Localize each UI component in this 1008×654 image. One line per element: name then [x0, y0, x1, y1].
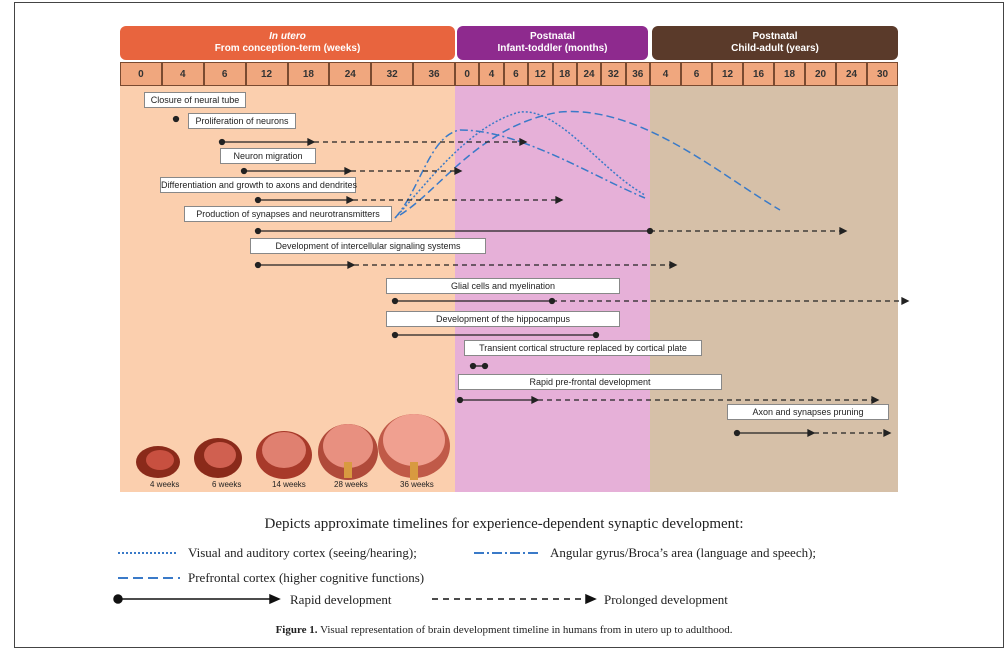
infant-subtitle: Infant-toddler (months): [497, 43, 608, 54]
legend-visual: Visual and auditory cortex (seeing/heari…: [188, 545, 417, 560]
tick: 16: [743, 62, 774, 86]
tick: 12: [528, 62, 553, 86]
figure-frame: [14, 2, 1004, 648]
tick: 12: [712, 62, 743, 86]
tick: 36: [625, 62, 650, 86]
tick: 24: [836, 62, 867, 86]
tick: 0: [120, 62, 162, 86]
legend-rapid: Rapid development: [290, 592, 392, 607]
figure-caption: Figure 1. Visual representation of brain…: [0, 624, 1008, 636]
infant-ticks: 0 4 6 12 18 24 32 36: [455, 62, 650, 86]
utero-header: In utero From conception-term (weeks): [120, 26, 455, 60]
child-subtitle: Child-adult (years): [731, 43, 819, 54]
embryo-illustrations: [136, 414, 450, 480]
embryo-label: 4 weeks: [150, 480, 180, 489]
event-migration: Neuron migration: [220, 148, 316, 164]
figure-text: Visual representation of brain developme…: [317, 624, 733, 636]
utero-subtitle: From conception-term (weeks): [214, 43, 361, 54]
utero-title: In utero: [269, 31, 306, 42]
tick: 0: [455, 62, 480, 86]
event-neural-tube: Closure of neural tube: [144, 92, 246, 108]
child-ticks: 4 6 12 16 18 20 24 30: [650, 62, 898, 86]
tick: 30: [867, 62, 898, 86]
event-pruning: Axon and synapses pruning: [727, 404, 889, 420]
child-band: [650, 86, 898, 492]
legend-angular: Angular gyrus/Broca’s area (language and…: [550, 545, 817, 560]
legend-title: Depicts approximate timelines for experi…: [264, 516, 744, 532]
embryo-label: 6 weeks: [212, 480, 242, 489]
legend-prefrontal: Prefrontal cortex (higher cognitive func…: [188, 570, 425, 585]
tick: 12: [245, 62, 288, 86]
tick: 36: [413, 62, 455, 86]
tick: 4: [650, 62, 681, 86]
event-glial: Glial cells and myelination: [386, 278, 620, 294]
event-signaling: Development of intercellular signaling s…: [250, 238, 486, 254]
utero-ticks: 0 4 6 12 18 24 32 36: [120, 62, 455, 86]
tick: 6: [503, 62, 529, 86]
embryo-label: 36 weeks: [400, 480, 434, 489]
tick: 24: [576, 62, 602, 86]
event-proliferation: Proliferation of neurons: [188, 113, 296, 129]
event-differentiation: Differentiation and growth to axons and …: [160, 177, 357, 193]
tick: 18: [552, 62, 577, 86]
embryo-label: 14 weeks: [272, 480, 306, 489]
child-header: Postnatal Child-adult (years): [652, 26, 898, 60]
tick: 6: [203, 62, 246, 86]
tick: 18: [774, 62, 805, 86]
event-cortical: Transient cortical structure replaced by…: [464, 340, 702, 356]
tick: 4: [161, 62, 204, 86]
embryo-label: 28 weeks: [334, 480, 368, 489]
tick: 24: [329, 62, 372, 86]
child-title: Postnatal: [752, 31, 798, 42]
neural-tube-dot: [172, 115, 180, 123]
tick: 32: [371, 62, 414, 86]
infant-header: Postnatal Infant-toddler (months): [457, 26, 648, 60]
tick: 6: [681, 62, 712, 86]
angular-gyrus-curve: [394, 129, 646, 219]
event-hippocampus: Development of the hippocampus: [386, 311, 620, 327]
visual-auditory-curve: [394, 111, 646, 219]
tick: 4: [479, 62, 504, 86]
tick: 18: [287, 62, 330, 86]
infant-title: Postnatal: [529, 31, 575, 42]
event-synapses: Production of synapses and neurotransmit…: [184, 206, 392, 222]
legend-prolonged: Prolonged development: [604, 592, 728, 607]
event-prefrontal: Rapid pre-frontal development: [458, 374, 722, 390]
prefrontal-curve: [399, 110, 781, 216]
tick: 32: [601, 62, 626, 86]
tick: 20: [805, 62, 836, 86]
figure-label: Figure 1.: [275, 624, 318, 636]
